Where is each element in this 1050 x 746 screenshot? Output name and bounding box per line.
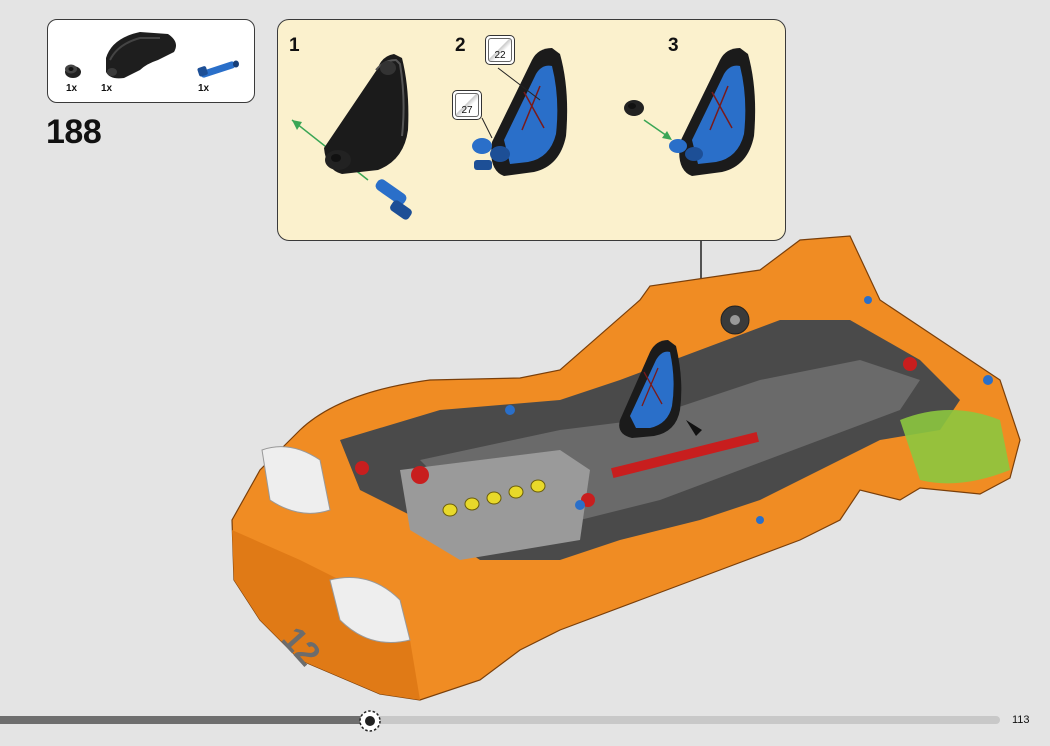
subassembly-illustrations [291,48,756,220]
progress-marker-icon [359,710,381,732]
seat-assembly-step3-illustration [624,48,756,176]
engine-block [400,450,590,560]
direction-arrow-icon [662,131,672,140]
sub-step-number: 3 [668,35,679,56]
subassembly-panel: 1 2 3 [277,19,786,241]
progress-fill [0,716,370,724]
progress-bar [0,716,1000,724]
sub-step-number: 1 [289,35,300,56]
part-quantity: 1x [101,83,113,94]
seat-assembly-step1-illustration [291,54,412,220]
page-number: 113 [1012,714,1030,726]
red-axle [611,432,759,478]
placement-arrow-icon [686,420,702,436]
black-bushing-part-icon [65,64,81,78]
headlight-right [329,577,411,643]
headlight-left [261,446,331,514]
parts-list-box: 1x 1x 1x [47,19,255,103]
direction-arrow-icon [292,120,302,130]
reference-badge: 22 [485,35,515,65]
parts-illustrations [65,32,239,79]
rear-decal [900,410,1010,484]
sub-step-number: 2 [455,35,466,56]
step-number: 188 [46,113,102,151]
seat-assembly-step2-illustration [472,48,568,176]
black-seat-panel-part-icon [106,32,176,79]
blue-axle-pin-part-icon [197,60,239,78]
part-quantity: 1x [66,83,78,94]
reference-badge: 27 [452,90,482,120]
part-quantity: 1x [198,83,210,94]
engine-pistons [442,479,546,517]
